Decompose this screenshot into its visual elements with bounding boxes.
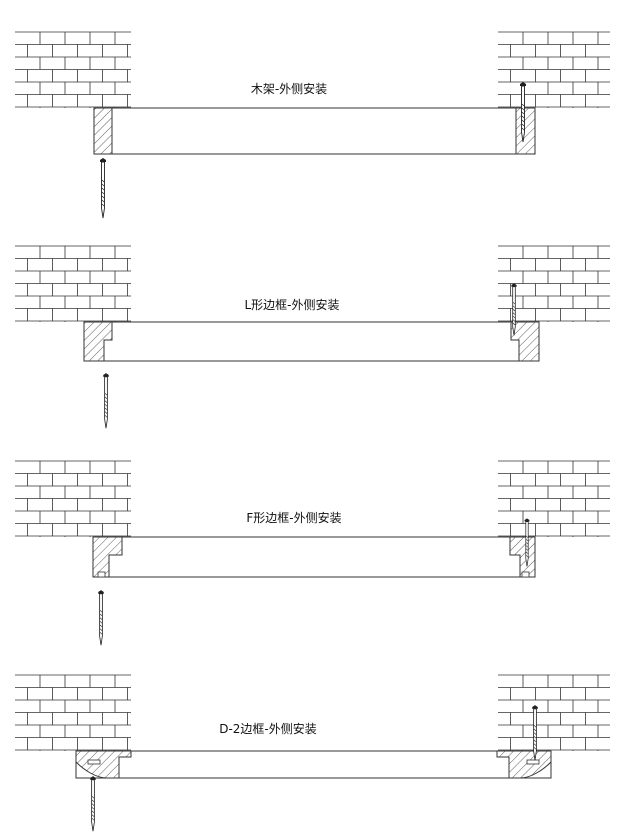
l-frame-right [510,321,540,362]
diagram-f-frame: F形边框-外侧安装 [15,460,610,646]
brick-wall-left [15,31,131,108]
diagram-label: L形边框-外侧安装 [244,297,339,312]
wood-frame-right [515,107,536,155]
diagram-label: 木架-外侧安装 [251,81,327,96]
f-frame-left-groove [97,571,106,578]
brick-wall-right [498,31,610,108]
brick-wall-right [498,460,610,537]
f-frame-right [509,536,536,578]
diagram-label: F形边框-外侧安装 [246,510,341,525]
brick-wall-left [15,674,131,751]
diagram-d2-frame: D-2边框-外侧安装 [15,674,610,832]
d2-frame-right [496,750,552,779]
f-frame-left [92,536,123,578]
nail-left [99,157,107,219]
brick-wall-left [15,460,131,537]
nail-left [102,372,110,429]
wood-frame-left [93,107,113,155]
brick-wall-left [15,245,131,322]
nail-left [97,589,105,646]
d2-frame-right-groove [526,759,540,765]
window-box [83,321,540,362]
nail-left [89,775,97,832]
f-frame-right-groove [521,571,530,578]
window-box [92,536,536,578]
d2-frame-left [75,750,132,779]
diagram-l-frame: L形边框-外侧安装 [15,245,610,429]
window-box [93,107,536,155]
l-frame-left [83,321,113,362]
brick-wall-right [498,674,610,751]
d2-frame-left-groove [87,759,101,765]
diagram-label: D-2边框-外侧安装 [219,721,317,736]
diagram-wood-frame: 木架-外侧安装 [15,31,610,219]
brick-wall-right [498,245,610,322]
window-box [75,750,552,779]
